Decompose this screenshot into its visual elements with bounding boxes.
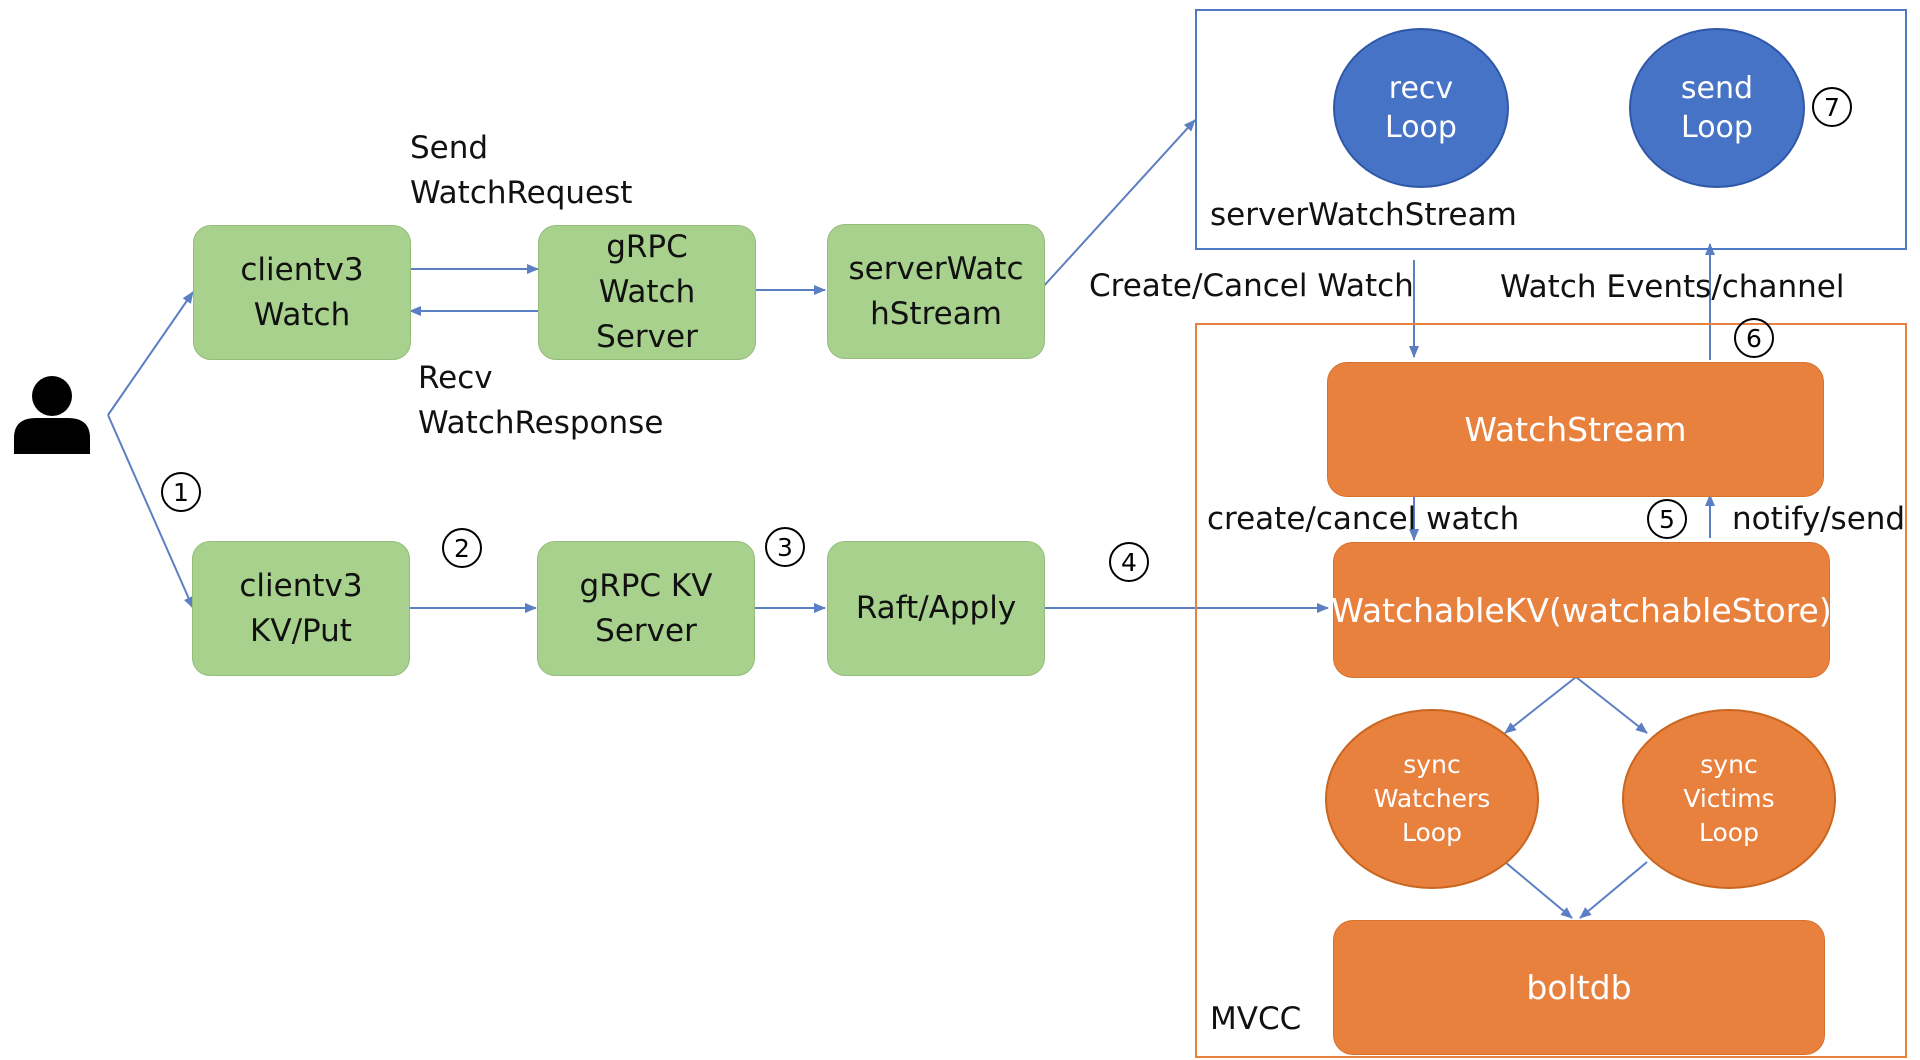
sync-victims-loop-node: sync Victims Loop bbox=[1622, 709, 1836, 889]
create-cancel-watch-upper-label: Create/Cancel Watch bbox=[1089, 268, 1414, 304]
sync-watchers-loop-node: sync Watchers Loop bbox=[1325, 709, 1539, 889]
raft-apply-node: Raft/Apply bbox=[827, 541, 1045, 676]
step-6-marker: 6 bbox=[1734, 318, 1774, 358]
server-watch-stream-label: serverWatchStream bbox=[1210, 197, 1517, 233]
recv-loop-node: recv Loop bbox=[1333, 28, 1509, 188]
watch-stream-node: WatchStream bbox=[1327, 362, 1824, 497]
step-3-marker: 3 bbox=[765, 527, 805, 567]
create-cancel-watch-lower-label: create/cancel watch bbox=[1207, 501, 1520, 537]
serverwatchstream-to-frame-arrow bbox=[1041, 119, 1196, 289]
server-watch-stream-node: serverWatc hStream bbox=[827, 224, 1045, 359]
mvcc-label: MVCC bbox=[1210, 1001, 1302, 1037]
sync-victims-to-boltdb-arrow bbox=[1579, 861, 1648, 919]
step-4-marker: 4 bbox=[1109, 542, 1149, 582]
notify-send-label: notify/send bbox=[1732, 501, 1906, 537]
step-5-marker: 5 bbox=[1647, 499, 1687, 539]
boltdb-node: boltdb bbox=[1333, 920, 1825, 1055]
user-to-kvput-arrow bbox=[107, 414, 194, 609]
store-to-sync-watchers-arrow bbox=[1504, 676, 1577, 734]
clientv3-kvput-node: clientv3 KV/Put bbox=[192, 541, 410, 676]
step-7-marker: 7 bbox=[1812, 87, 1852, 127]
recv-watch-response-label: Recv WatchResponse bbox=[418, 360, 664, 441]
user-to-watch-arrow bbox=[107, 291, 194, 416]
grpc-watch-server-node: gRPC Watch Server bbox=[538, 225, 756, 360]
store-to-sync-victims-arrow bbox=[1575, 676, 1648, 734]
grpc-kv-server-node: gRPC KV Server bbox=[537, 541, 755, 676]
mvcc-frame bbox=[1195, 323, 1907, 1058]
server-watch-stream-frame bbox=[1195, 9, 1907, 250]
sync-watchers-to-boltdb-arrow bbox=[1504, 861, 1573, 919]
step-2-marker: 2 bbox=[442, 528, 482, 568]
watch-events-channel-label: Watch Events/channel bbox=[1500, 269, 1845, 305]
step-1-marker: 1 bbox=[161, 472, 201, 512]
user-icon bbox=[14, 376, 90, 454]
send-watch-request-label: Send WatchRequest bbox=[410, 130, 633, 211]
clientv3-watch-node: clientv3 Watch bbox=[193, 225, 411, 360]
send-loop-node: send Loop bbox=[1629, 28, 1805, 188]
watchable-kv-node: WatchableKV(watchableStore) bbox=[1331, 542, 1832, 678]
